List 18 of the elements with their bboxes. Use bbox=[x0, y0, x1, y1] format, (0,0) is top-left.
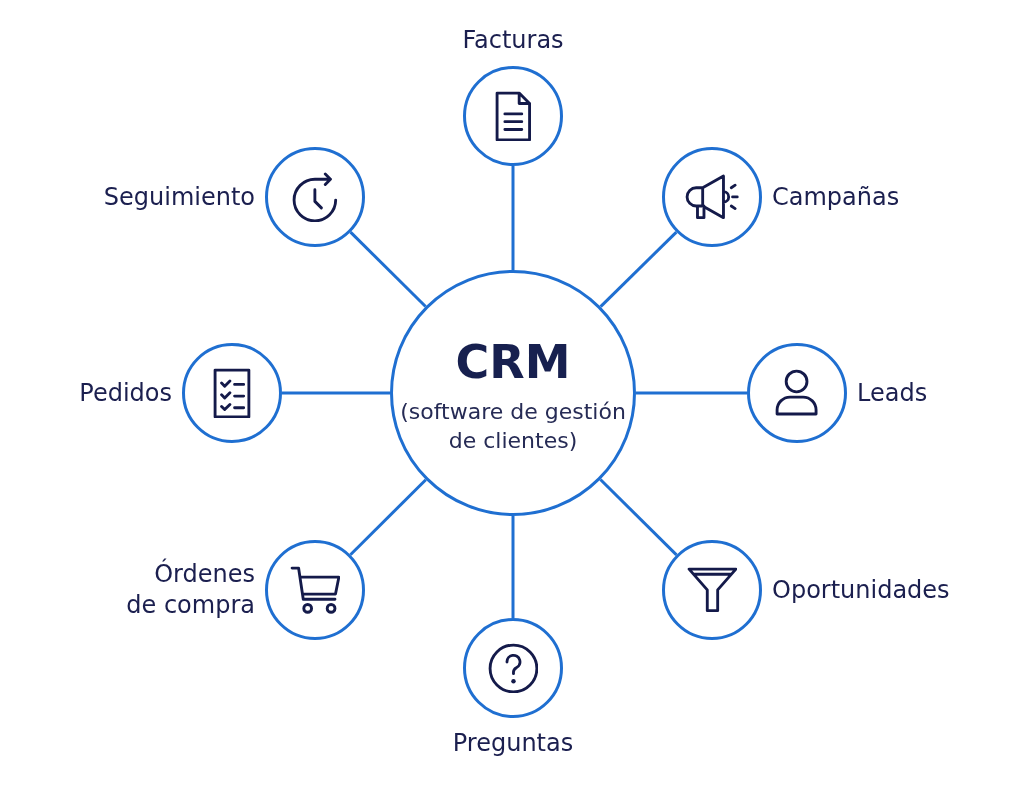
node-label: Campañas bbox=[772, 181, 900, 213]
connector-line bbox=[349, 478, 427, 556]
connector-line bbox=[599, 478, 678, 556]
connector-line bbox=[349, 231, 427, 308]
node-label: Leads bbox=[857, 377, 928, 409]
node-label: Órdenes de compra bbox=[125, 559, 255, 621]
node-title: CRM bbox=[455, 335, 571, 389]
connector-line bbox=[511, 166, 515, 270]
node-label: Seguimiento bbox=[103, 181, 255, 213]
connector-line bbox=[636, 391, 747, 395]
connector-line bbox=[282, 391, 390, 395]
connector-line bbox=[511, 516, 515, 618]
node-label: Pedidos bbox=[79, 377, 172, 409]
node-label: Preguntas bbox=[452, 728, 574, 759]
node-label: Facturas bbox=[462, 25, 564, 56]
connector-line bbox=[599, 231, 678, 308]
node-subtitle: (software de gestión de clientes) bbox=[399, 398, 627, 455]
node-label: Oportunidades bbox=[772, 574, 950, 606]
